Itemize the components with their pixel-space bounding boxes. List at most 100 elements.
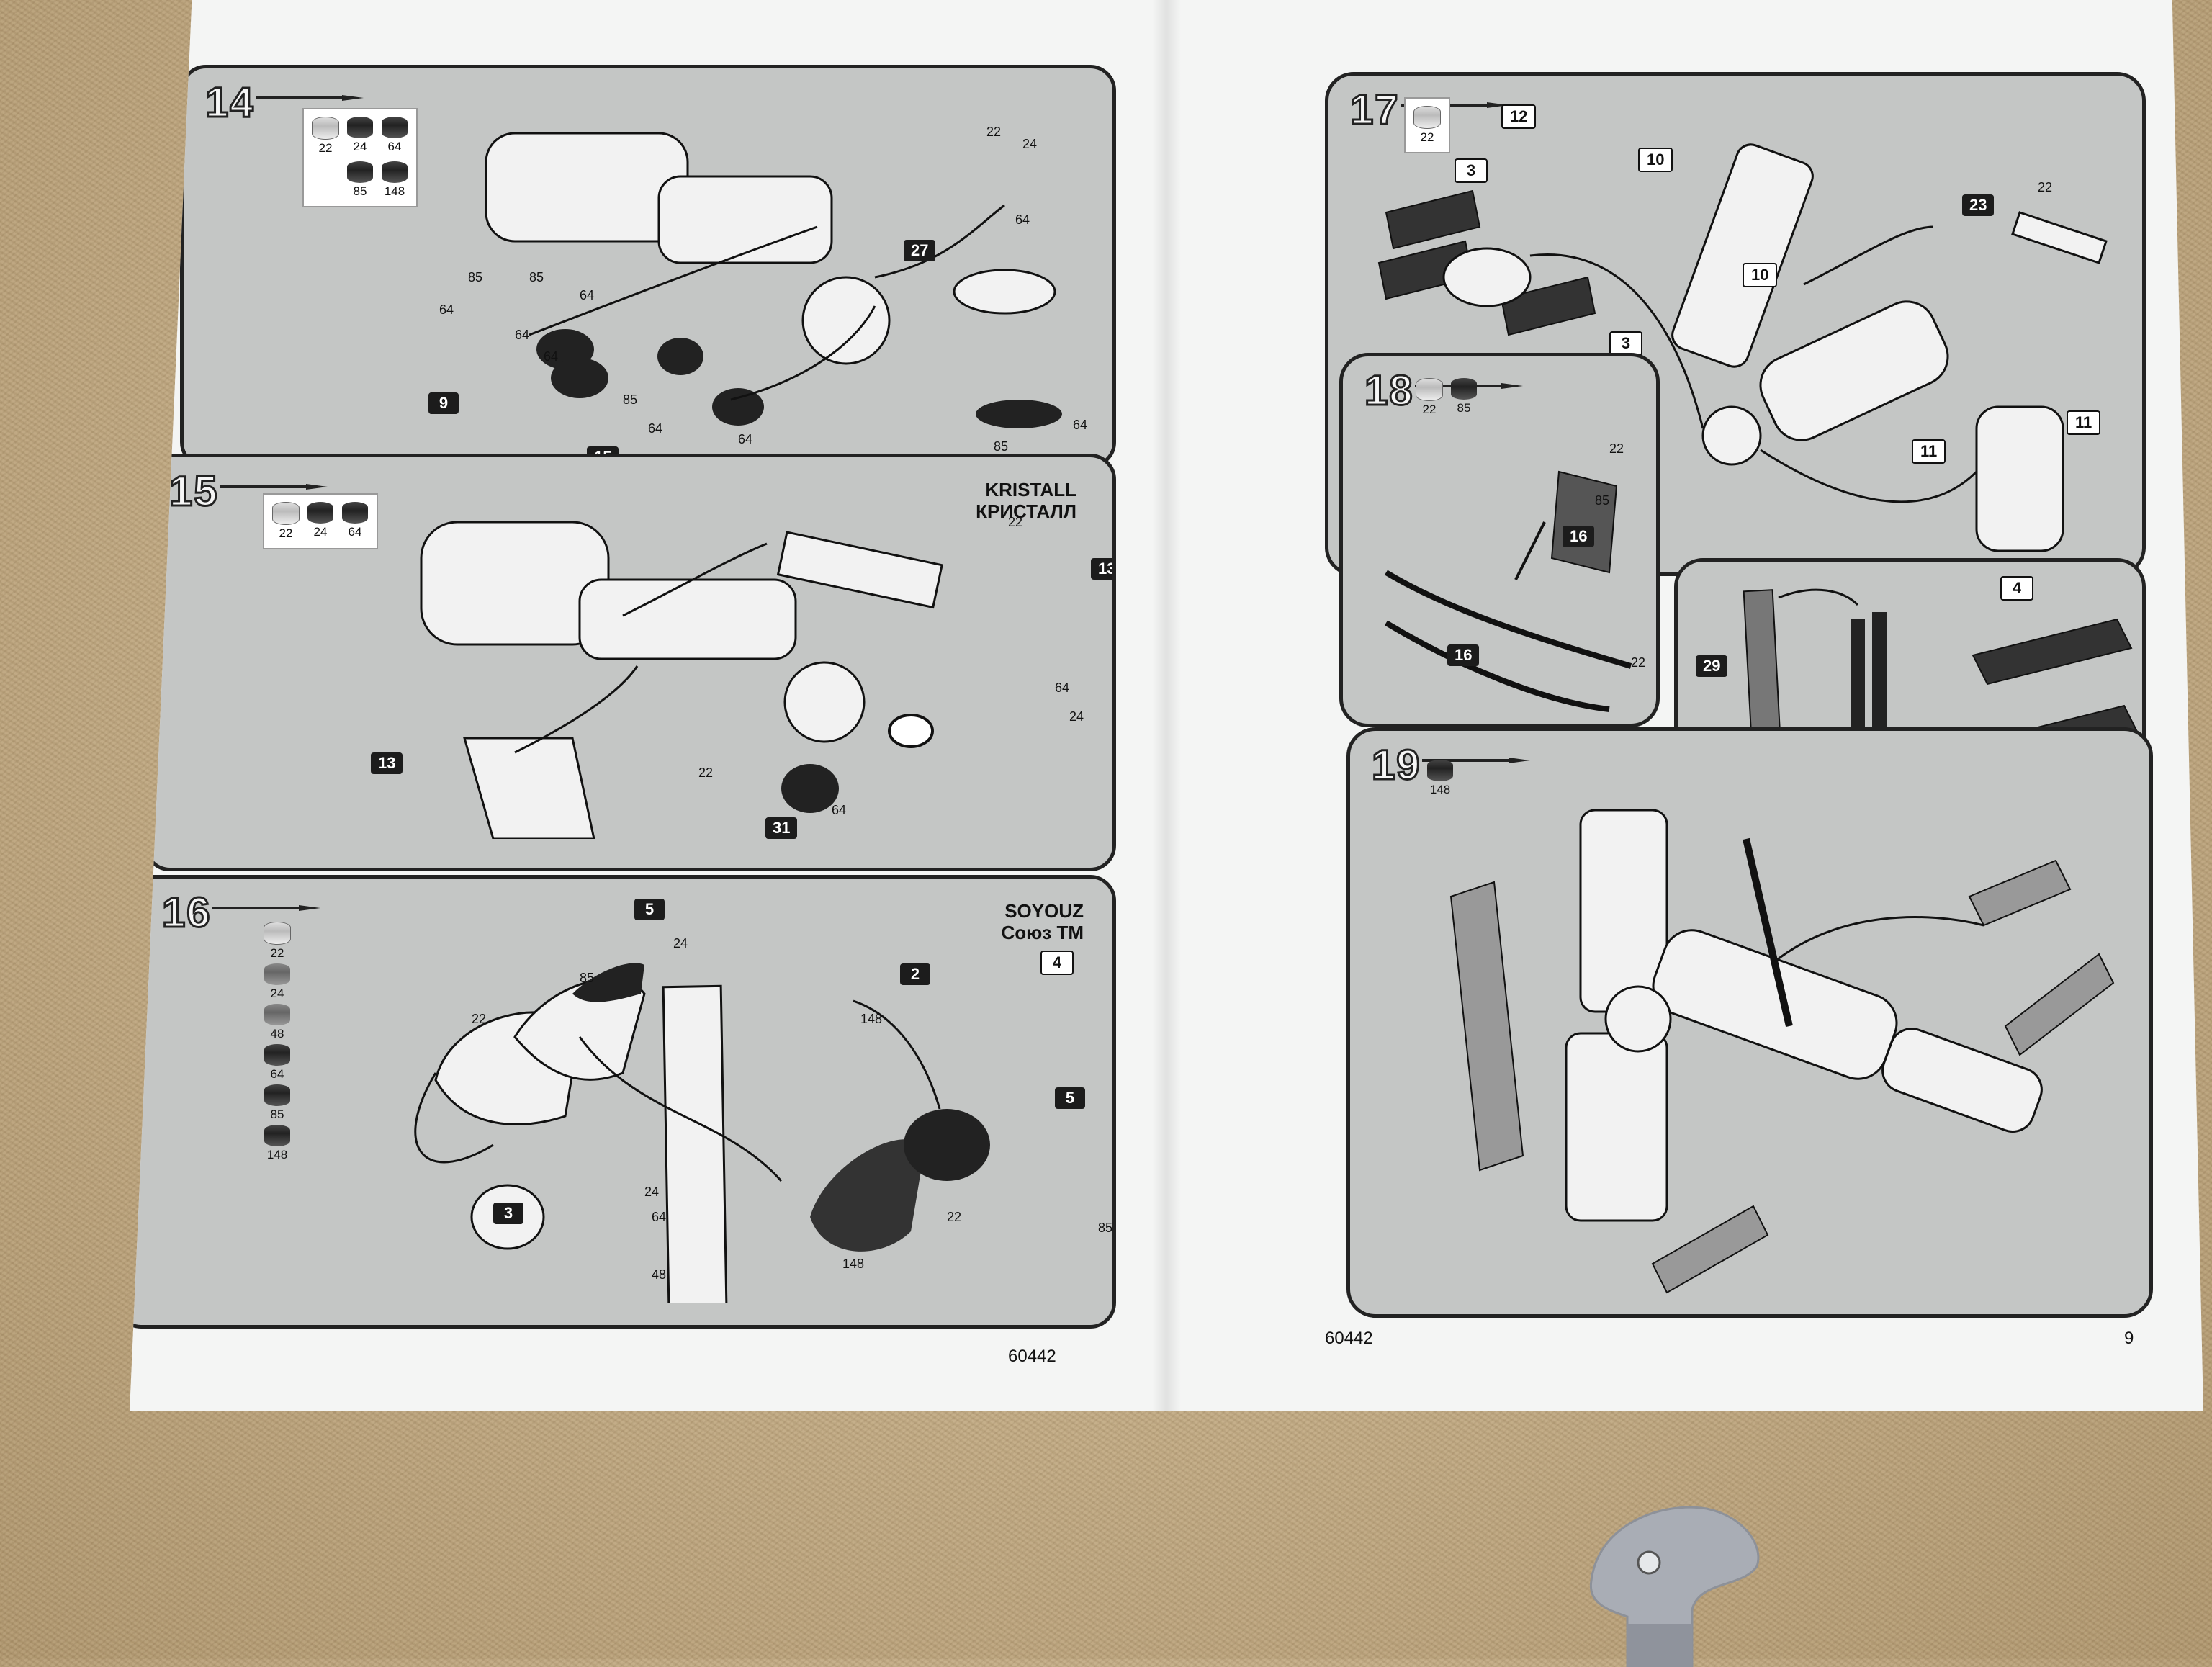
paint-ref: 22 — [986, 125, 1002, 139]
panel-title: KRISTALL КРИСТАЛЛ — [976, 479, 1076, 522]
paint-ref: 64 — [580, 288, 595, 302]
part-callout: 3 — [1455, 158, 1488, 183]
paint-swatch: 22 — [311, 117, 340, 156]
part-callout: 3 — [493, 1203, 523, 1224]
part-callout: 12 — [1501, 104, 1537, 129]
step-19-panel: 19 148 — [1346, 727, 2153, 1318]
part-callout: 10 — [1638, 148, 1673, 172]
paint-pot-icon — [342, 502, 368, 524]
paint-swatch: 85 — [263, 1084, 292, 1122]
plastic-handle-object — [1589, 1506, 1760, 1667]
paint-swatch: 148 — [263, 1125, 292, 1162]
step-number: 17 — [1349, 86, 1400, 135]
paint-pot-icon — [264, 1004, 290, 1025]
mir-station-final-drawing — [1449, 809, 2115, 1294]
part-callout: 13 — [371, 752, 403, 774]
paint-pot-icon — [272, 502, 300, 525]
paint-swatch: 24 — [346, 117, 374, 156]
paint-ref: 64 — [832, 803, 847, 817]
paint-swatch: 22 — [1415, 378, 1444, 417]
brush-icon — [212, 905, 320, 911]
paint-swatch: 148 — [380, 161, 409, 199]
step-17-panel: 17 22 1 — [1325, 72, 2146, 576]
title-latin: KRISTALL — [985, 479, 1076, 500]
paint-pot-icon — [264, 922, 291, 945]
part-callout: 5 — [634, 899, 665, 920]
paint-swatch: 24 — [306, 502, 335, 541]
paint-ref: 85 — [1098, 1221, 1113, 1235]
part-callout: 31 — [765, 817, 798, 839]
part-callout: 16 — [1447, 644, 1480, 666]
part-callout: 5 — [1055, 1087, 1085, 1109]
paint-swatch — [311, 161, 340, 199]
paint-chart: 22 — [1404, 97, 1450, 153]
step-14-panel: 14 22 24 64 85 148 — [180, 65, 1116, 468]
part-callout: 3 — [1609, 331, 1642, 356]
paint-ref: 22 — [1631, 655, 1646, 670]
paint-chart: 22 24 48 64 85 148 — [256, 915, 299, 1169]
paint-swatch: 64 — [263, 1044, 292, 1082]
product-code: 60442 — [1325, 1329, 1373, 1348]
part-callout: 2 — [900, 963, 930, 985]
paint-ref: 85 — [1595, 493, 1610, 508]
paint-swatch: 64 — [380, 117, 409, 156]
paint-swatch: 22 — [1413, 106, 1442, 145]
paint-ref: 64 — [648, 421, 663, 436]
paint-ref: 24 — [1069, 709, 1084, 724]
paint-swatch: 48 — [263, 1004, 292, 1041]
paint-pot-icon — [264, 1084, 290, 1106]
paint-ref: 64 — [515, 328, 530, 342]
part-callout: 4 — [1040, 951, 1074, 975]
paint-pot-icon — [264, 1044, 290, 1066]
paint-pot-icon — [307, 502, 333, 524]
paint-ref: 64 — [439, 302, 454, 317]
paint-ref: 22 — [947, 1210, 962, 1224]
part-callout: 4 — [2000, 576, 2033, 601]
paint-swatch: 85 — [346, 161, 374, 199]
paint-swatch: 85 — [1449, 378, 1478, 417]
part-callout: 9 — [428, 392, 459, 414]
paint-pot-icon — [382, 161, 408, 183]
step-15-panel: 15 22 24 64 KRISTALL КРИСТАЛЛ — [144, 454, 1116, 871]
paint-pot-icon — [347, 161, 373, 183]
part-callout: 35 — [1114, 695, 1116, 716]
paint-ref: 64 — [544, 349, 559, 364]
part-callout: 11 — [1912, 439, 1946, 464]
paint-ref: 22 — [698, 765, 714, 780]
paint-pot-icon — [264, 1125, 290, 1146]
paint-ref: 85 — [994, 439, 1009, 454]
paint-chart: 22 24 64 — [263, 493, 378, 549]
step-18-panel: 18 22 85 16 16 22 85 22 — [1339, 353, 1660, 727]
paint-ref: 64 — [1015, 212, 1030, 227]
paint-chart: 148 — [1419, 752, 1462, 804]
paint-ref: 22 — [1609, 441, 1624, 456]
paint-pot-icon — [1413, 106, 1441, 129]
part-callout: 10 — [1743, 263, 1778, 287]
kristall-module-drawing — [485, 132, 1062, 428]
title-cyrillic: Союз ТМ — [1001, 922, 1084, 943]
step-16-panel: 16 22 24 48 64 85 148 SOYOUZ Союз ТМ — [130, 875, 1116, 1329]
paint-ref: 22 — [472, 1012, 487, 1026]
step-number: 18 — [1364, 367, 1414, 415]
soyouz-assembly-drawing — [414, 963, 990, 1303]
step-number: 16 — [161, 889, 212, 938]
paint-ref: 64 — [738, 432, 753, 446]
paint-pot-icon — [382, 117, 408, 138]
paint-pot-icon — [1451, 378, 1477, 400]
step-number: 15 — [168, 467, 219, 516]
paint-ref: 85 — [580, 971, 595, 985]
paint-ref: 22 — [2038, 180, 2053, 194]
step-number: 19 — [1371, 741, 1421, 790]
paint-ref: 64 — [652, 1210, 667, 1224]
brush-icon — [220, 484, 328, 490]
paint-pot-icon — [1416, 378, 1443, 401]
booklet-spine — [1152, 0, 1181, 1411]
right-page: 17 22 1 — [1166, 0, 2203, 1411]
paint-ref: 64 — [1055, 680, 1070, 695]
paint-ref: 24 — [673, 936, 688, 951]
paint-ref: 24 — [644, 1185, 660, 1199]
paint-swatch: 22 — [271, 502, 300, 541]
part-callout: 13 — [1091, 558, 1112, 580]
title-latin: SOYOUZ — [1004, 900, 1084, 922]
truss-drawing — [1384, 470, 1632, 712]
